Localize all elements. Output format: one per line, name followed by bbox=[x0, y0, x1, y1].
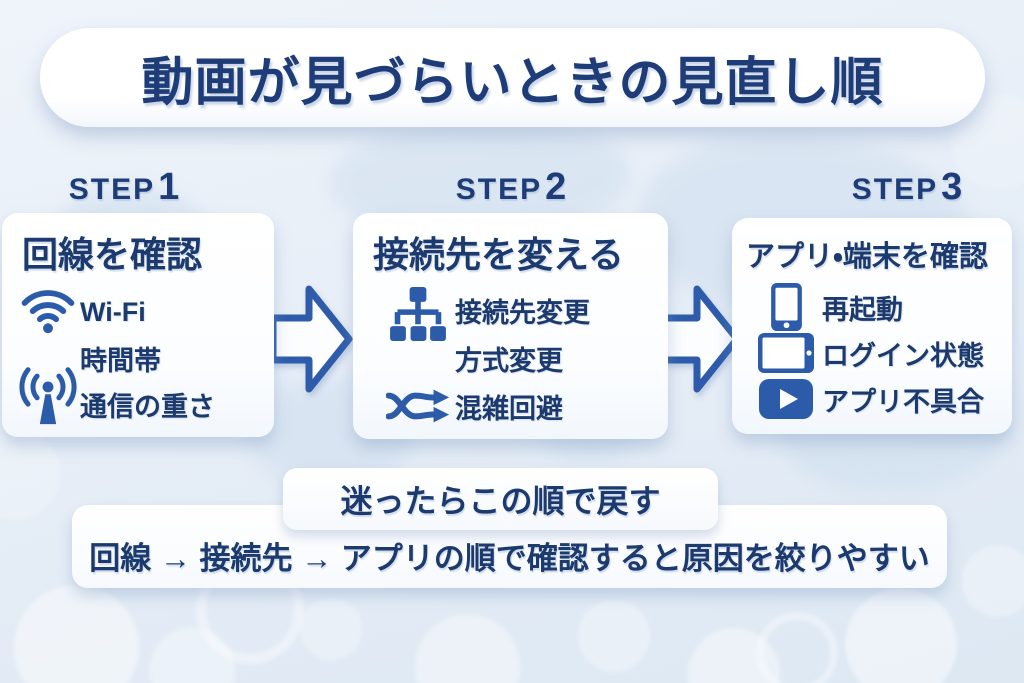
step2-heading: 接続先を変える bbox=[373, 234, 624, 275]
item-row: 再起動 bbox=[750, 283, 1012, 331]
bokeh-circle bbox=[14, 585, 139, 683]
page-title: 動画が見づらいときの見直し順 bbox=[141, 54, 884, 112]
item-label: 通信の重さ bbox=[80, 391, 215, 422]
tablet-icon bbox=[750, 333, 822, 373]
item-row: 時間帯 bbox=[16, 335, 274, 381]
bokeh-circle bbox=[300, 598, 362, 660]
item-label: アプリ不具合 bbox=[822, 386, 984, 417]
step2-card: 接続先を変える 接続先変更 方式 bbox=[353, 213, 668, 439]
step3-card: アプリ・端末を確認 再起動 bbox=[732, 218, 1012, 434]
smartphone-icon bbox=[750, 283, 822, 331]
step3-label: STEP3 bbox=[852, 166, 965, 209]
flow-arrow-icon bbox=[657, 285, 741, 393]
item-label: 時間帯 bbox=[80, 345, 161, 376]
item-row: Wi-Fi bbox=[16, 289, 274, 335]
flow-arrow-icon bbox=[269, 285, 353, 393]
network-sitemap-icon bbox=[381, 287, 455, 341]
item-row: アプリ不具合 bbox=[750, 376, 1012, 422]
title-banner: 動画が見づらいときの見直し順 bbox=[40, 28, 985, 127]
bokeh-circle bbox=[962, 545, 1024, 617]
item-label: Wi-Fi bbox=[80, 296, 146, 327]
item-row: 通信の重さ bbox=[16, 367, 274, 427]
step-number: 1 bbox=[158, 166, 182, 208]
summary-box: 回線 → 接続先 → アプリの順で確認すると原因を絞りやすい bbox=[72, 505, 947, 588]
item-row: ログイン状態 bbox=[750, 330, 1012, 376]
item-row: 方式変更 bbox=[381, 334, 668, 382]
bokeh-circle bbox=[0, 428, 60, 520]
item-label: 方式変更 bbox=[455, 345, 563, 376]
step-word: STEP bbox=[455, 173, 543, 206]
step2-label: STEP2 bbox=[456, 166, 569, 209]
step-word: STEP bbox=[68, 173, 156, 206]
step-word: STEP bbox=[851, 173, 939, 206]
item-row: 混雑回避 bbox=[381, 382, 668, 430]
bokeh-circle bbox=[845, 588, 957, 683]
step1-heading: 回線を確認 bbox=[22, 234, 203, 275]
play-button-icon bbox=[750, 379, 822, 419]
bokeh-circle bbox=[415, 615, 520, 683]
step-number: 3 bbox=[941, 166, 965, 208]
bokeh-circle bbox=[578, 600, 650, 672]
step1-label: STEP1 bbox=[69, 166, 182, 209]
broadcast-antenna-icon bbox=[16, 365, 80, 427]
item-label: 再起動 bbox=[822, 294, 903, 325]
step-number: 2 bbox=[545, 166, 569, 208]
item-row: 接続先変更 bbox=[381, 286, 668, 341]
summary-tab-label: 迷ったらこの順で戻す bbox=[340, 483, 661, 519]
shuffle-icon bbox=[381, 385, 455, 427]
step3-heading: アプリ・端末を確認 bbox=[746, 241, 988, 273]
summary-text: 回線 → 接続先 → アプリの順で確認すると原因を絞りやすい bbox=[89, 541, 930, 576]
item-label: 接続先変更 bbox=[455, 297, 590, 328]
bokeh-ring bbox=[756, 612, 838, 683]
step1-card: 回線を確認 Wi-Fi 時間帯 bbox=[2, 213, 274, 437]
summary-tab: 迷ったらこの順で戻す bbox=[283, 468, 718, 530]
item-label: ログイン状態 bbox=[822, 340, 984, 371]
item-label: 混雑回避 bbox=[455, 393, 563, 424]
wifi-icon bbox=[16, 289, 80, 335]
